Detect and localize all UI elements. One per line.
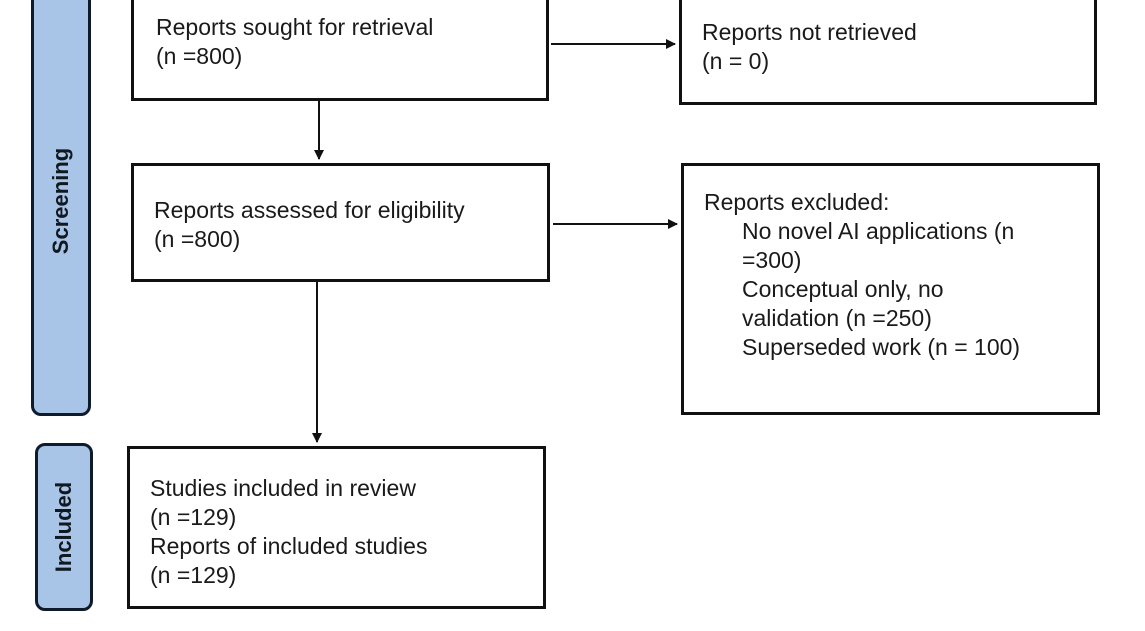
reports-not-retrieved-title: Reports not retrieved	[702, 19, 917, 45]
studies-included-count: (n =129)	[150, 504, 237, 530]
studies-included-title: Studies included in review	[150, 475, 416, 501]
reports-sought-box: Reports sought for retrieval (n =800)	[131, 0, 549, 101]
excluded-reason: Conceptual only, no	[742, 276, 944, 302]
reports-sought-count: (n =800)	[156, 43, 243, 69]
excluded-reason: No novel AI applications (n	[742, 218, 1015, 244]
phase-screening-bar: Screening	[31, 0, 91, 416]
reports-assessed-box: Reports assessed for eligibility (n =800…	[131, 163, 550, 282]
reports-included-title: Reports of included studies	[150, 533, 428, 559]
reports-excluded-heading: Reports excluded:	[704, 189, 890, 215]
reports-included-count: (n =129)	[150, 562, 237, 588]
excluded-reason: =300)	[742, 247, 802, 273]
reports-assessed-title: Reports assessed for eligibility	[154, 197, 465, 223]
reports-assessed-count: (n =800)	[154, 226, 241, 252]
reports-not-retrieved-box: Reports not retrieved (n = 0)	[679, 0, 1097, 105]
excluded-reason: validation (n =250)	[742, 305, 932, 331]
studies-included-box: Studies included in review (n =129) Repo…	[127, 446, 546, 609]
reports-sought-title: Reports sought for retrieval	[156, 14, 434, 40]
phase-included-bar: Included	[35, 443, 93, 611]
reports-not-retrieved-count: (n = 0)	[702, 48, 770, 74]
reports-excluded-box: Reports excluded: No novel AI applicatio…	[681, 163, 1100, 415]
excluded-reason: Superseded work (n = 100)	[742, 334, 1021, 360]
